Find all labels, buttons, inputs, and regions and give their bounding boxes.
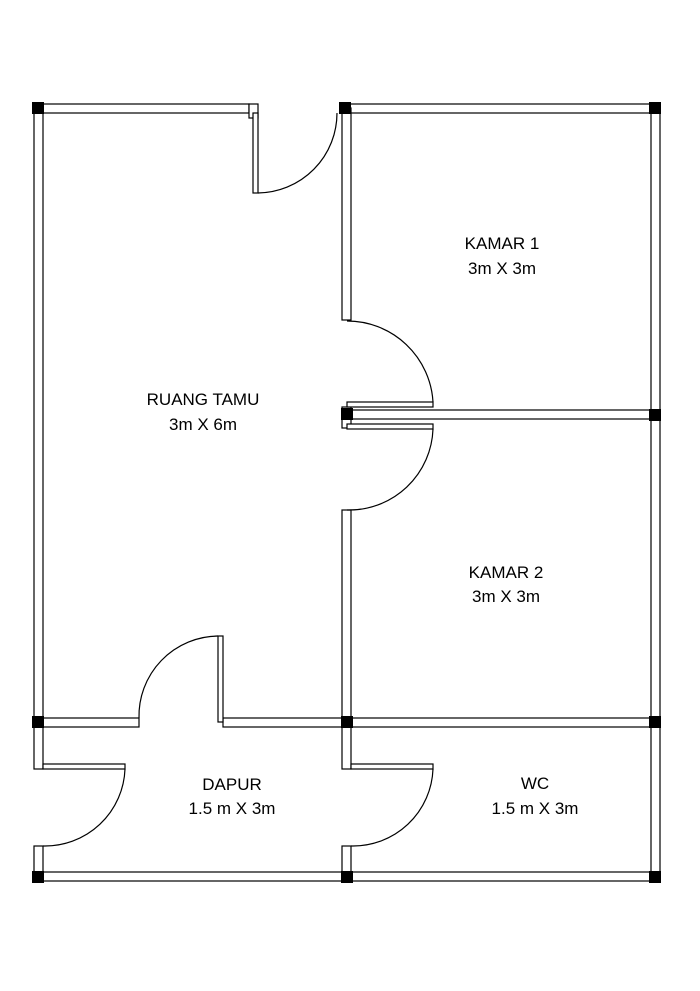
room-size-kamar-1: 3m X 3m <box>468 259 536 278</box>
wall-top-left <box>37 103 250 114</box>
room-name-kamar-2: KAMAR 2 <box>469 563 544 582</box>
wall-service-mid <box>222 717 348 728</box>
wall-left-lower <box>33 845 44 876</box>
column <box>341 408 353 420</box>
wall-kamar-divider <box>346 409 656 420</box>
wall-service-right <box>346 717 656 728</box>
room-size-wc: 1.5 m X 3m <box>492 799 579 818</box>
door-back <box>42 763 126 847</box>
column <box>339 102 351 114</box>
room-size-dapur: 1.5 m X 3m <box>189 799 276 818</box>
column <box>649 409 661 421</box>
room-size-kamar-2: 3m X 3m <box>472 587 540 606</box>
wall-right <box>650 107 661 879</box>
column <box>32 716 44 728</box>
column <box>32 102 44 114</box>
column <box>32 871 44 883</box>
columns <box>32 102 661 883</box>
wall-service-left <box>37 717 140 728</box>
door-wc <box>350 763 434 847</box>
walls <box>33 103 661 882</box>
door-entrance <box>252 112 338 194</box>
door-dapur-top <box>138 635 224 723</box>
wall-top-right <box>339 103 661 114</box>
room-name-ruang-tamu: RUANG TAMU <box>147 390 260 409</box>
door-kamar-1 <box>346 320 434 408</box>
room-name-wc: WC <box>521 774 549 793</box>
doors <box>42 112 434 847</box>
column <box>649 871 661 883</box>
wall-center-upper <box>341 107 352 321</box>
column <box>649 716 661 728</box>
wall-center-lower <box>341 509 352 770</box>
room-name-kamar-1: KAMAR 1 <box>465 234 540 253</box>
room-labels: RUANG TAMU 3m X 6m KAMAR 1 3m X 3m KAMAR… <box>147 234 579 818</box>
column <box>341 871 353 883</box>
column <box>649 102 661 114</box>
column <box>341 716 353 728</box>
door-kamar-2 <box>346 423 434 511</box>
wall-left-upper <box>33 107 44 770</box>
room-name-dapur: DAPUR <box>202 775 262 794</box>
wall-center-bottom <box>341 845 352 876</box>
room-size-ruang-tamu: 3m X 6m <box>169 415 237 434</box>
